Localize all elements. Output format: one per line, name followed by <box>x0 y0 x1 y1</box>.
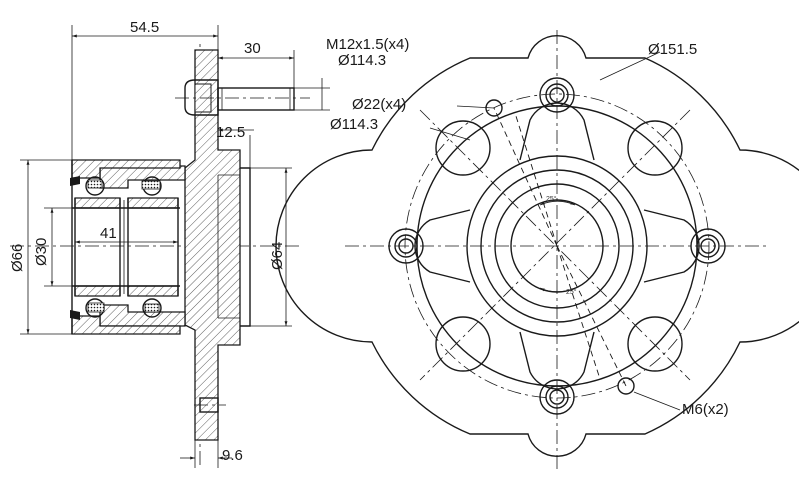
hub-flange <box>184 49 241 441</box>
dim-flange-od: Ø151.5 <box>648 41 698 58</box>
dim-hub-pilot: Ø64 <box>269 241 286 270</box>
dim-angle-upper: 25° <box>546 196 557 203</box>
dim-tapped-holes: M6(x2) <box>682 401 729 418</box>
dim-holes: Ø22(x4) <box>352 96 407 113</box>
dim-angle-lower: 25° <box>566 289 577 296</box>
inner-race-upper-b <box>127 197 179 209</box>
inner-race-lower-b <box>127 285 179 297</box>
dim-holes-pcd: Ø114.3 <box>330 116 379 133</box>
wheel-stud <box>175 79 310 116</box>
inner-race-lower-a <box>74 285 121 297</box>
dim-bearing-id: Ø30 <box>33 237 50 266</box>
flange-outline <box>275 34 799 458</box>
dim-flange-thickness: 9.6 <box>222 447 243 464</box>
inner-race-upper-a <box>74 197 121 209</box>
dim-stud-length: 30 <box>244 40 261 57</box>
section-view <box>10 40 310 465</box>
dim-width-overall: 54.5 <box>130 19 160 36</box>
dim-stud-offset: 12.5 <box>216 124 246 141</box>
stud-holes <box>388 77 726 415</box>
section-dimensions <box>20 25 330 468</box>
lightening-holes <box>435 120 683 372</box>
dim-stud-pcd: Ø114.3 <box>338 52 387 69</box>
front-view <box>275 30 799 470</box>
dim-bearing-od: Ø66 <box>9 243 26 272</box>
dim-bearing-width: 41 <box>100 225 117 242</box>
dim-stud-thread: M12x1.5(x4) <box>326 36 410 53</box>
